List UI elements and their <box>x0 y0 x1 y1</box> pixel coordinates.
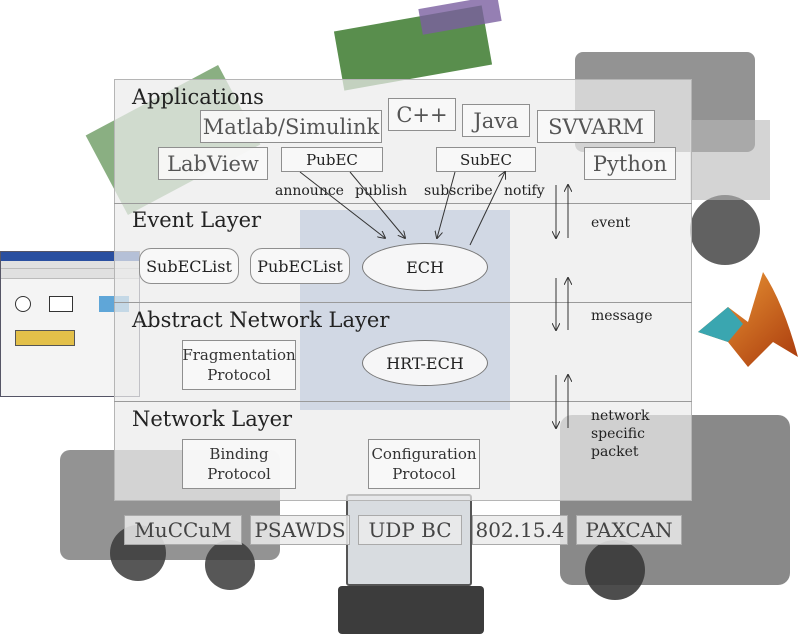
label-notify: notify <box>504 183 545 199</box>
app-labview: LabView <box>158 147 268 180</box>
top-right-robot-wheel-image <box>690 195 760 265</box>
simulink-block <box>49 296 73 312</box>
app-pubec: PubEC <box>281 147 383 172</box>
side-label-message: message <box>591 308 653 324</box>
side-label-network-3: packet <box>591 444 639 460</box>
simulink-block-yellow <box>15 330 75 346</box>
simulink-menubar <box>1 261 139 269</box>
layer-title-abstract-network: Abstract Network Layer <box>132 308 390 332</box>
app-subec: SubEC <box>436 147 536 172</box>
bottom-left-wheel2-image <box>205 540 255 590</box>
side-label-network-1: network <box>591 408 650 424</box>
side-label-event: event <box>591 215 631 231</box>
event-subeclist: SubECList <box>139 248 239 284</box>
label-announce: announce <box>275 183 344 199</box>
label-publish: publish <box>355 183 408 199</box>
app-python: Python <box>584 147 676 180</box>
configuration-line-1: Configuration <box>371 445 477 463</box>
app-matlab-simulink: Matlab/Simulink <box>200 110 382 143</box>
arrow-subscribe <box>437 171 456 238</box>
layer-title-network: Network Layer <box>132 407 293 431</box>
layer-divider <box>114 401 692 402</box>
event-ech: ECH <box>362 243 488 291</box>
layer-title-event: Event Layer <box>132 208 262 232</box>
network-configuration-protocol: Configuration Protocol <box>368 439 480 489</box>
simulink-clock-icon <box>15 296 31 312</box>
app-cpp: C++ <box>388 98 456 131</box>
top-right-robot-frame-image <box>690 120 770 200</box>
layer-title-applications: Applications <box>132 85 264 109</box>
network-binding-protocol: Binding Protocol <box>182 439 296 489</box>
arrow-announce <box>299 171 385 238</box>
label-subscribe: subscribe <box>424 183 493 199</box>
side-label-network-packet: network specific packet <box>591 407 650 461</box>
protocol-psawds: PSAWDS <box>250 515 350 545</box>
protocol-paxcan: PAXCAN <box>576 515 682 545</box>
event-pubeclist: PubECList <box>250 248 350 284</box>
layer-divider <box>114 203 692 204</box>
binding-line-2: Protocol <box>207 465 271 483</box>
matlab-logo-icon <box>698 272 798 367</box>
simulink-toolbar <box>1 269 139 279</box>
bottom-right-wheel-image <box>585 540 645 600</box>
configuration-line-2: Protocol <box>392 465 456 483</box>
fragmentation-line-2: Protocol <box>207 366 271 384</box>
arrow-publish <box>349 171 405 238</box>
protocol-802-15-4: 802.15.4 <box>472 515 568 545</box>
laptop-keyboard-image <box>338 586 484 634</box>
app-java: Java <box>462 104 530 137</box>
arrow-notify <box>469 172 505 246</box>
abstract-hrt-ech: HRT-ECH <box>362 340 488 386</box>
protocol-muccum: MuCCuM <box>124 515 242 545</box>
side-label-network-2: specific <box>591 426 645 442</box>
abstract-fragmentation-protocol: Fragmentation Protocol <box>182 340 296 390</box>
fragmentation-line-1: Fragmentation <box>182 346 296 364</box>
layer-divider <box>114 302 692 303</box>
binding-line-1: Binding <box>209 445 269 463</box>
simulink-titlebar <box>1 252 139 261</box>
app-svvarm: SVVARM <box>537 110 655 143</box>
protocol-udp-bc: UDP BC <box>358 515 462 545</box>
